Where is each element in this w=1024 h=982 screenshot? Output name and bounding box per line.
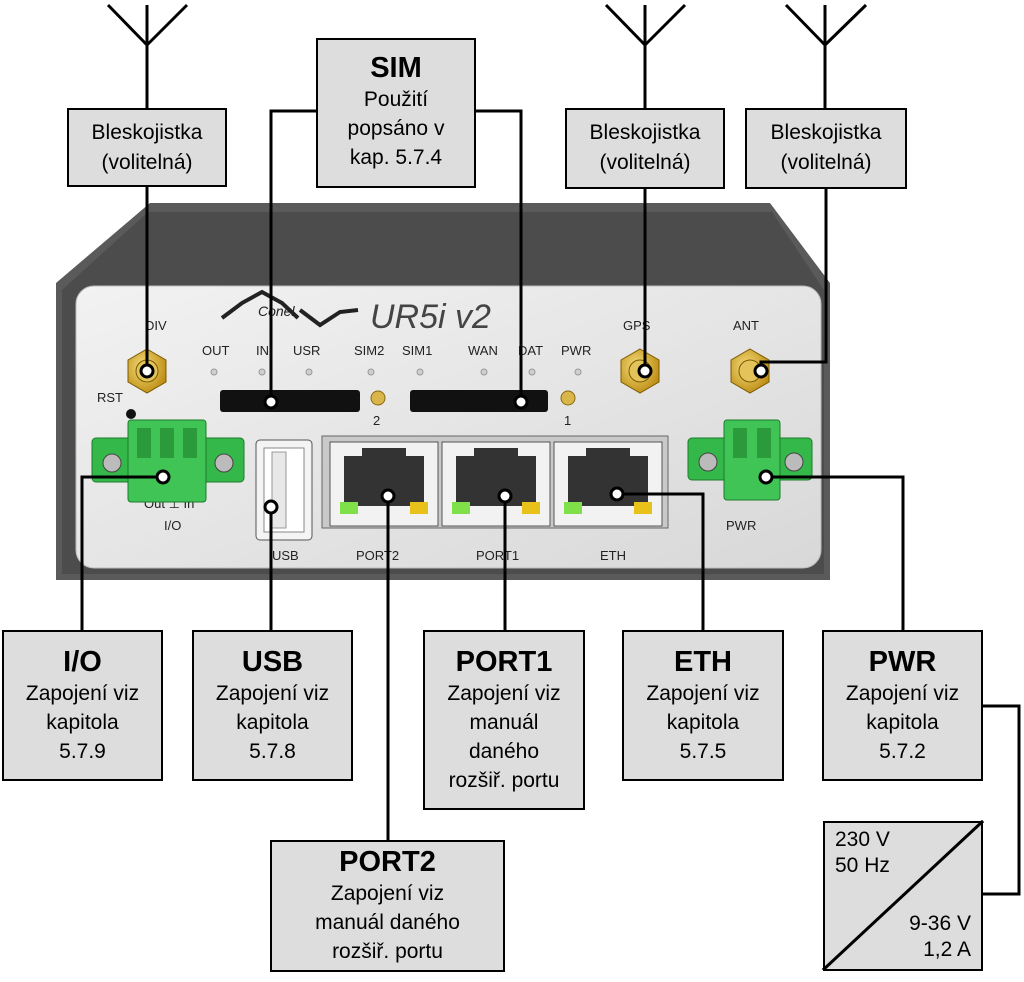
label-sim1: SIM1 xyxy=(402,343,432,358)
rj45-port2 xyxy=(329,441,439,527)
power-supply-output: 9-36 V 1,2 A xyxy=(909,912,971,961)
callout-io: I/O Zapojení viz kapitola 5.7.9 xyxy=(2,630,163,781)
callout-port1-text: Zapojení viz manuál daného rozšiř. portu xyxy=(447,682,561,792)
callout-eth: ETH Zapojení viz kapitola 5.7.5 xyxy=(622,630,784,781)
model-label: UR5i v2 xyxy=(370,298,491,336)
callout-arrester-div: Bleskojistka (volitelná) xyxy=(67,108,227,187)
callout-port1-title: PORT1 xyxy=(455,646,553,678)
callout-port2-text: Zapojení viz manuál daného rozšiř. portu xyxy=(315,882,460,963)
led-wan xyxy=(480,368,488,376)
power-supply-box: 230 V 50 Hz 9-36 V 1,2 A xyxy=(823,821,983,971)
led-usr xyxy=(305,368,313,376)
io-terminal-block xyxy=(91,419,245,503)
label-eth: ETH xyxy=(600,548,626,563)
callout-port2: PORT2 Zapojení viz manuál daného rozšiř.… xyxy=(270,840,505,972)
leader-lines xyxy=(80,109,1021,972)
callout-eth-text: Zapojení viz kapitola 5.7.5 xyxy=(646,682,760,763)
label-dat: DAT xyxy=(518,343,543,358)
brand-text: Conel xyxy=(258,303,295,319)
router-chassis: Conel UR5i v2 DIV GPS ANT RST OUT IN USR… xyxy=(56,203,830,580)
sma-connector-ant xyxy=(730,348,770,394)
antenna-icon xyxy=(784,3,868,108)
callout-arrester-gps-text: Bleskojistka (volitelná) xyxy=(589,121,701,174)
label-wan: WAN xyxy=(468,343,498,358)
callout-usb: USB Zapojení viz kapitola 5.7.8 xyxy=(192,630,353,781)
callout-usb-title: USB xyxy=(241,646,304,678)
led-pwr xyxy=(574,368,582,376)
label-sim2: SIM2 xyxy=(354,343,384,358)
label-slot2: 2 xyxy=(373,413,380,428)
label-usr: USR xyxy=(293,343,320,358)
led-sim2 xyxy=(367,368,375,376)
power-supply-input: 230 V 50 Hz xyxy=(835,828,890,877)
rj45-eth xyxy=(553,441,663,527)
sim-slot-2[interactable] xyxy=(220,390,360,412)
conel-logo: Conel xyxy=(220,289,359,328)
antenna-icon xyxy=(604,3,687,108)
reset-button[interactable] xyxy=(126,409,136,419)
sim-eject-button-2[interactable] xyxy=(370,390,386,406)
callout-arrester-ant-text: Bleskojistka (volitelná) xyxy=(770,121,882,174)
label-usb: USB xyxy=(272,548,299,563)
callout-io-text: Zapojení viz kapitola 5.7.9 xyxy=(25,682,140,763)
callout-pwr-title: PWR xyxy=(868,646,937,678)
callout-pwr: PWR Zapojení viz kapitola 5.7.2 xyxy=(822,630,983,781)
label-port1: PORT1 xyxy=(476,548,519,563)
usb-port xyxy=(255,439,313,541)
label-div: DIV xyxy=(145,318,167,333)
label-rst: RST xyxy=(97,390,123,405)
led-in xyxy=(258,368,266,376)
antenna-icon xyxy=(106,3,189,108)
callout-arrester-gps: Bleskojistka (volitelná) xyxy=(565,108,725,189)
label-slot1: 1 xyxy=(564,413,571,428)
callout-sim-text: Použití popsáno v kap. 5.7.4 xyxy=(347,88,445,169)
label-gps: GPS xyxy=(623,318,651,333)
callout-io-title: I/O xyxy=(63,646,102,678)
label-pwr-led: PWR xyxy=(561,343,591,358)
connection-dots xyxy=(139,363,774,515)
callout-eth-title: ETH xyxy=(674,646,732,678)
callout-arrester-div-text: Bleskojistka (volitelná) xyxy=(91,121,203,174)
sim-slot-1[interactable] xyxy=(410,390,548,412)
sim-eject-button-1[interactable] xyxy=(560,390,576,406)
callout-sim: SIM Použití popsáno v kap. 5.7.4 xyxy=(316,38,476,188)
label-io: I/O xyxy=(164,518,181,533)
label-ant: ANT xyxy=(733,318,759,333)
rj45-port1 xyxy=(441,441,551,527)
callout-port1: PORT1 Zapojení viz manuál daného rozšiř.… xyxy=(423,630,585,810)
led-sim1 xyxy=(416,368,424,376)
callout-arrester-ant: Bleskojistka (volitelná) xyxy=(745,108,907,189)
led-dat xyxy=(528,368,536,376)
led-out xyxy=(210,368,218,376)
label-in: IN xyxy=(256,343,269,358)
callout-port2-title: PORT2 xyxy=(339,846,436,878)
callout-sim-title: SIM xyxy=(370,52,422,84)
callout-pwr-text: Zapojení viz kapitola 5.7.2 xyxy=(845,682,960,763)
label-out: OUT xyxy=(202,343,230,358)
callout-usb-text: Zapojení viz kapitola 5.7.8 xyxy=(215,682,330,763)
label-port2: PORT2 xyxy=(356,548,399,563)
label-pwr: PWR xyxy=(726,518,756,533)
